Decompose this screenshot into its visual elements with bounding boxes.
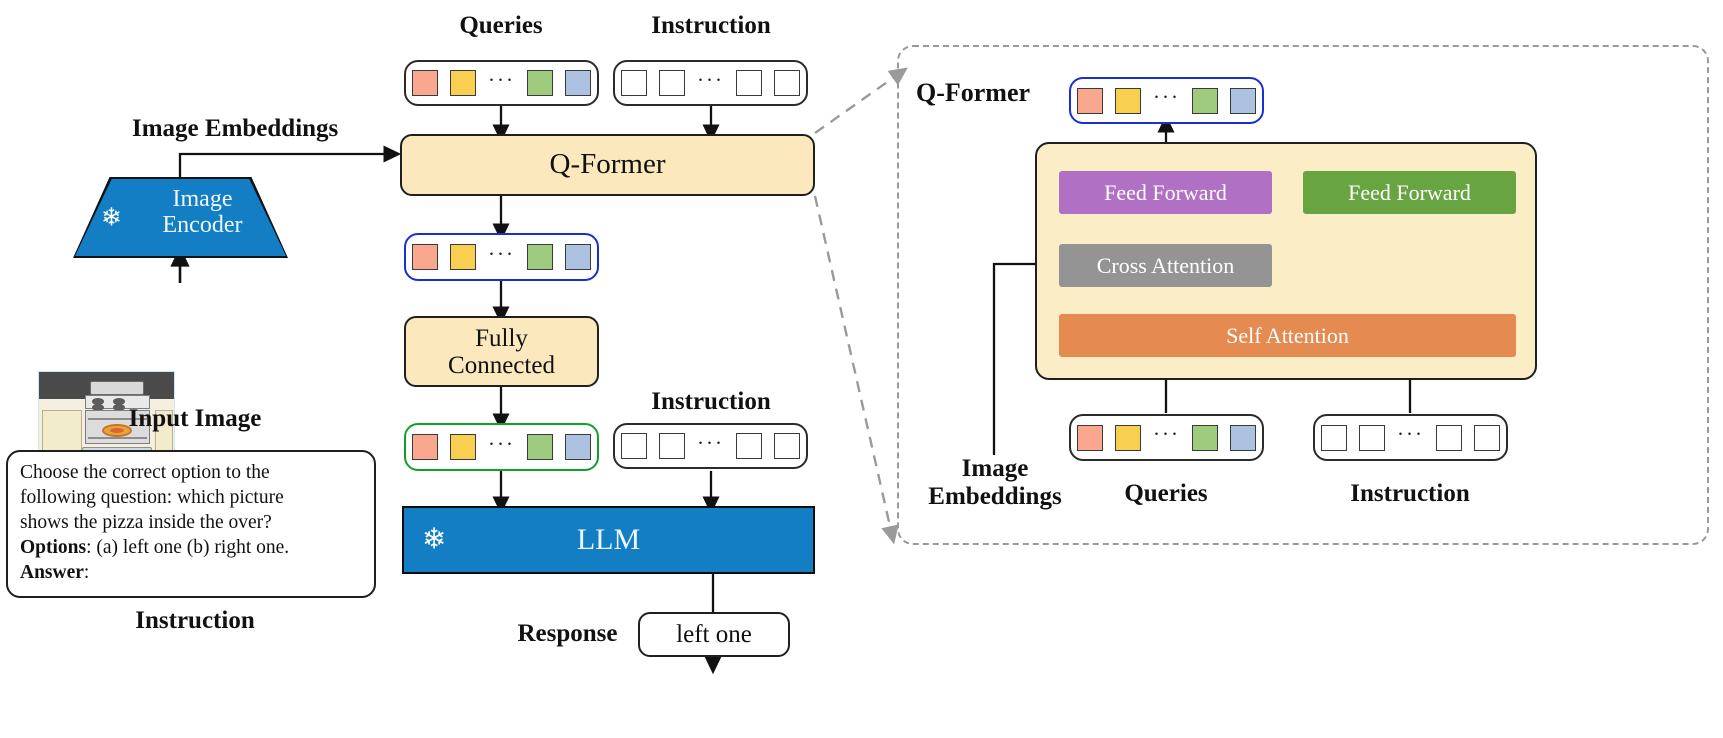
- query-token-2: [1115, 87, 1141, 114]
- qformer-detail-output-token-box[interactable]: ···: [1069, 77, 1264, 124]
- snowflake-icon: ❄: [101, 204, 122, 231]
- prompt-line-2: following question: which picture: [20, 486, 284, 508]
- image-embeddings-label-left: Image Embeddings: [132, 115, 339, 142]
- snowflake-icon: ❄: [422, 523, 447, 556]
- qformer-detail-instruction-box[interactable]: ···: [1313, 414, 1508, 461]
- q-former-panel-title: Q-Former: [916, 78, 1031, 107]
- image-encoder-line2: Encoder: [162, 211, 243, 238]
- query-token-3: [526, 70, 553, 96]
- burner: [91, 403, 104, 412]
- instruction-token-4: [773, 70, 800, 96]
- image-encoder-block[interactable]: ❄ Image Encoder: [73, 177, 288, 258]
- query-token-2: [450, 434, 476, 460]
- prompt-answer-line: Answer:: [20, 561, 362, 586]
- query-token-3: [1191, 87, 1218, 114]
- oven-rack: [87, 418, 147, 421]
- query-token-3: [1191, 424, 1218, 451]
- cross-attention-block[interactable]: Cross Attention: [1059, 244, 1272, 287]
- burner: [91, 397, 104, 405]
- q-former-detail-callout: [897, 45, 1709, 545]
- llm-label: LLM: [576, 522, 641, 556]
- query-token-4: [1229, 87, 1256, 114]
- query-token-4: [564, 244, 591, 270]
- ellipsis-icon: ···: [488, 431, 515, 456]
- feed-forward-left-block[interactable]: Feed Forward: [1059, 171, 1272, 214]
- fully-connected-line2: Connected: [448, 351, 555, 379]
- query-token-1: [412, 434, 438, 460]
- instruction-token-4: [773, 433, 800, 459]
- response-label: Response: [517, 620, 618, 647]
- instruction-label-mid: Instruction: [651, 388, 771, 415]
- qformer-detail-queries-box[interactable]: ···: [1069, 414, 1264, 461]
- image-encoder-fill: [75, 179, 286, 256]
- answer-text: :: [83, 561, 90, 583]
- queries-token-box-center[interactable]: ···: [404, 60, 599, 106]
- control-panel: [90, 381, 145, 395]
- queries-label-center: Queries: [459, 12, 543, 39]
- projected-token-box[interactable]: ···: [404, 423, 599, 471]
- fully-connected-line1: Fully: [475, 324, 528, 352]
- options-label: Options: [20, 536, 87, 558]
- query-token-2: [450, 70, 476, 96]
- feed-forward-right-block[interactable]: Feed Forward: [1303, 171, 1516, 214]
- ellipsis-icon: ···: [488, 241, 515, 266]
- pizza: [102, 423, 133, 437]
- image-embeddings-line1: Image: [961, 455, 1029, 482]
- query-token-4: [564, 434, 591, 460]
- instruction-label-left: Instruction: [135, 607, 255, 634]
- burner: [113, 403, 126, 412]
- options-text: : (a) left one (b) right one.: [86, 536, 290, 558]
- instruction-label-right: Instruction: [1350, 480, 1470, 507]
- self-attention-block[interactable]: Self Attention: [1059, 314, 1516, 357]
- instruction-token-2: [659, 433, 685, 459]
- q-former-block[interactable]: Q-Former: [400, 134, 815, 196]
- query-token-4: [564, 70, 591, 96]
- ellipsis-icon: ···: [1153, 85, 1180, 110]
- response-chip[interactable]: left one: [638, 612, 790, 657]
- image-embeddings-line2: Embeddings: [928, 483, 1062, 510]
- instruction-token-4: [1473, 424, 1500, 451]
- llm-block[interactable]: ❄ LLM: [402, 506, 815, 574]
- instruction-token-box-top[interactable]: ···: [613, 60, 808, 106]
- instruction-token-1: [621, 70, 647, 96]
- instruction-token-3: [735, 433, 762, 459]
- prompt-line-3: shows the pizza inside the over?: [20, 511, 272, 533]
- query-token-4: [1229, 424, 1256, 451]
- prompt-line-1: Choose the correct option to the: [20, 462, 270, 483]
- ellipsis-icon: ···: [697, 430, 724, 455]
- query-token-3: [526, 434, 553, 460]
- oven-rack: [87, 436, 147, 439]
- instruction-token-1: [1321, 424, 1347, 451]
- query-token-3: [526, 244, 553, 270]
- answer-label: Answer: [20, 561, 84, 583]
- prompt-options-line: Options: (a) left one (b) right one.: [20, 536, 362, 561]
- burner: [113, 397, 126, 405]
- image-encoder-label: Image Encoder: [135, 186, 270, 239]
- ellipsis-icon: ···: [1397, 422, 1424, 447]
- instruction-token-3: [1435, 424, 1462, 451]
- instruction-token-2: [659, 70, 685, 96]
- instruction-token-box-mid[interactable]: ···: [613, 423, 808, 469]
- instruction-token-2: [1359, 424, 1385, 451]
- ellipsis-icon: ···: [697, 67, 724, 92]
- query-token-1: [412, 244, 438, 270]
- query-token-2: [450, 244, 476, 270]
- ellipsis-icon: ···: [488, 67, 515, 92]
- image-embeddings-label-right: Image Embeddings: [905, 455, 1085, 511]
- instruction-prompt-panel[interactable]: Choose the correct option to the followi…: [6, 450, 376, 598]
- image-encoder-line1: Image: [172, 186, 233, 212]
- fully-connected-block[interactable]: Fully Connected: [404, 316, 599, 387]
- qformer-output-token-box[interactable]: ···: [404, 233, 599, 281]
- instruction-token-1: [621, 433, 647, 459]
- instruction-label-top: Instruction: [651, 12, 771, 39]
- queries-label-right: Queries: [1124, 480, 1208, 507]
- input-image-label: Input Image: [128, 405, 262, 432]
- query-token-2: [1115, 424, 1141, 451]
- instruction-token-3: [735, 70, 762, 96]
- query-token-1: [1077, 87, 1103, 114]
- query-token-1: [412, 70, 438, 96]
- ellipsis-icon: ···: [1153, 422, 1180, 447]
- query-token-1: [1077, 424, 1103, 451]
